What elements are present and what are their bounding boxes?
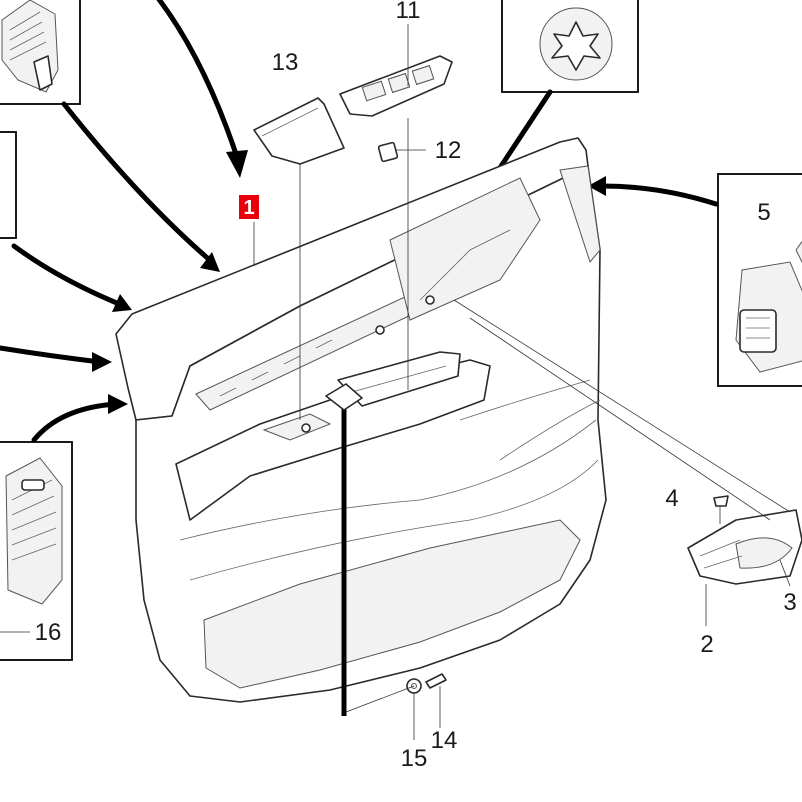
callout-16: 16 xyxy=(35,619,62,646)
inset-left xyxy=(0,131,17,239)
inset-top-center xyxy=(501,0,639,93)
callout-12: 12 xyxy=(435,137,462,164)
clip-12 xyxy=(377,141,399,163)
window-switch-panel xyxy=(339,55,453,117)
callout-11: 11 xyxy=(396,0,421,24)
callouts: 1 2 3 4 5 11 12 13 14 15 16 xyxy=(35,0,797,772)
inset-bottom-left xyxy=(0,441,73,661)
callout-13: 13 xyxy=(272,49,299,76)
callout-3: 3 xyxy=(783,589,796,616)
inset-right xyxy=(717,173,802,387)
handle-bracket xyxy=(687,495,802,585)
door-trim-panel xyxy=(115,137,607,703)
callout-2: 2 xyxy=(700,631,713,658)
callout-1-highlight xyxy=(239,195,259,219)
callout-5: 5 xyxy=(757,199,770,226)
cap-13 xyxy=(253,97,345,165)
leader-lines xyxy=(0,24,791,740)
trim-strip xyxy=(325,383,363,716)
callout-15: 15 xyxy=(401,745,428,772)
callout-14: 14 xyxy=(431,727,458,754)
inset-top-left xyxy=(0,0,81,105)
callout-4: 4 xyxy=(665,485,678,512)
callout-1: 1 xyxy=(243,197,254,219)
